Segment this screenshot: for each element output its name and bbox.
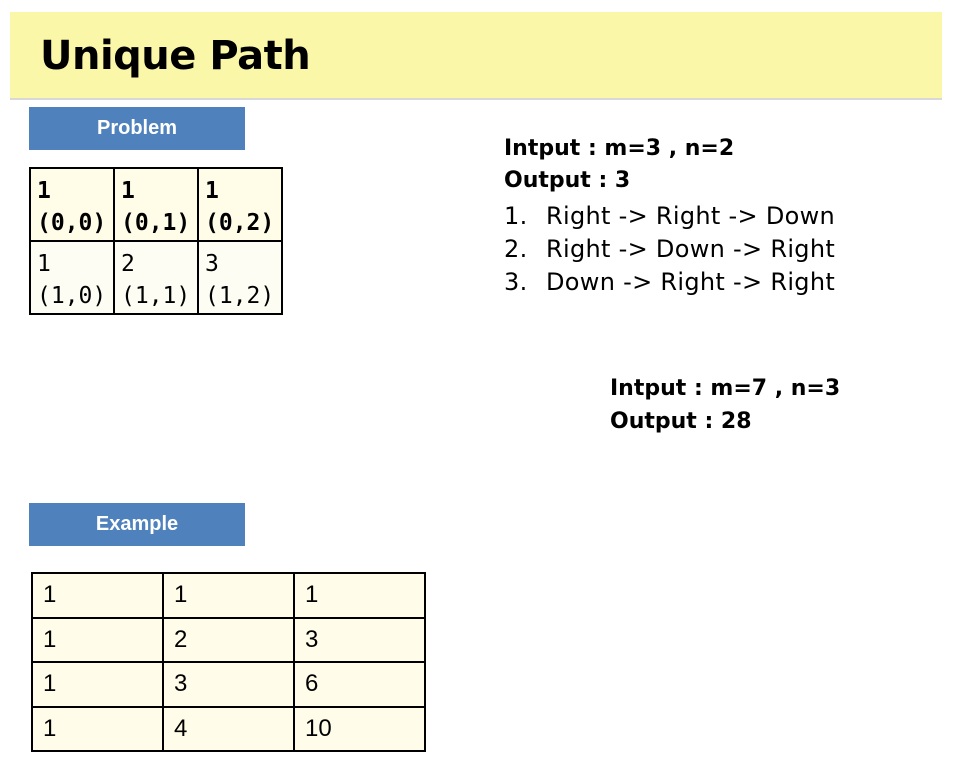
title-bar: Unique Path	[10, 12, 942, 98]
cell-value: 1	[37, 178, 51, 204]
problem-grid-cell: 1 (0,0)	[29, 167, 115, 242]
cell-value: 2	[121, 251, 135, 277]
list-item: 1. Right -> Right -> Down	[504, 200, 835, 233]
page-title: Unique Path	[40, 33, 311, 79]
problem-grid: 1 (0,0) 1 (0,1) 1 (0,2) 1 (1,0) 2 (1,1) 3 (1,2…	[29, 167, 283, 315]
path-text: Right -> Down -> Right	[546, 235, 836, 263]
table-cell: 1	[162, 572, 295, 619]
table-row: 1 3 6	[31, 661, 426, 708]
table-cell: 6	[293, 661, 426, 708]
example1-input: Intput : m=3 , n=2	[504, 136, 735, 161]
list-item: 3. Down -> Right -> Right	[504, 266, 835, 299]
path-text: Right -> Right -> Down	[546, 202, 836, 230]
table-cell: 1	[293, 572, 426, 619]
path-number: 1.	[504, 202, 528, 230]
example1-output: Output : 3	[504, 168, 631, 193]
table-cell: 1	[31, 572, 164, 619]
cell-value: 1	[205, 178, 219, 204]
table-cell: 2	[162, 616, 295, 663]
problem-grid-cell: 2 (1,1)	[113, 240, 199, 315]
table-cell: 3	[293, 616, 426, 663]
table-cell: 1	[31, 705, 164, 752]
problem-grid-cell: 1 (0,1)	[113, 167, 199, 242]
cell-value: 1	[37, 251, 51, 277]
problem-label: Problem	[29, 107, 245, 150]
problem-grid-row: 1 (0,0) 1 (0,1) 1 (0,2)	[29, 167, 283, 242]
problem-grid-row: 1 (1,0) 2 (1,1) 3 (1,2)	[29, 240, 283, 315]
cell-value: 3	[205, 251, 219, 277]
example2-input: Intput : m=7 , n=3	[610, 376, 841, 401]
cell-coord: (0,1)	[121, 210, 191, 236]
path-number: 3.	[504, 268, 528, 296]
example-label: Example	[29, 503, 245, 546]
path-text: Down -> Right -> Right	[546, 268, 836, 296]
table-cell: 1	[31, 661, 164, 708]
path-list: 1. Right -> Right -> Down 2. Right -> Down…	[504, 200, 835, 299]
list-item: 2. Right -> Down -> Right	[504, 233, 835, 266]
table-row: 1 2 3	[31, 616, 426, 663]
cell-coord: (1,0)	[37, 283, 107, 309]
table-cell: 3	[162, 661, 295, 708]
table-cell: 4	[162, 705, 295, 752]
table-cell: 1	[31, 616, 164, 663]
problem-grid-cell: 1 (0,2)	[197, 167, 283, 242]
cell-coord: (1,2)	[205, 283, 275, 309]
problem-grid-cell: 1 (1,0)	[29, 240, 115, 315]
problem-grid-cell: 3 (1,2)	[197, 240, 283, 315]
cell-coord: (0,2)	[205, 210, 275, 236]
table-row: 1 4 10	[31, 705, 426, 752]
table-cell: 10	[293, 705, 426, 752]
cell-coord: (0,0)	[37, 210, 107, 236]
example2-output: Output : 28	[610, 409, 752, 434]
table-row: 1 1 1	[31, 572, 426, 619]
path-number: 2.	[504, 235, 528, 263]
example-grid: 1 1 1 1 2 3 1 3 6 1 4 10	[31, 572, 426, 752]
cell-value: 1	[121, 178, 135, 204]
cell-coord: (1,1)	[121, 283, 191, 309]
